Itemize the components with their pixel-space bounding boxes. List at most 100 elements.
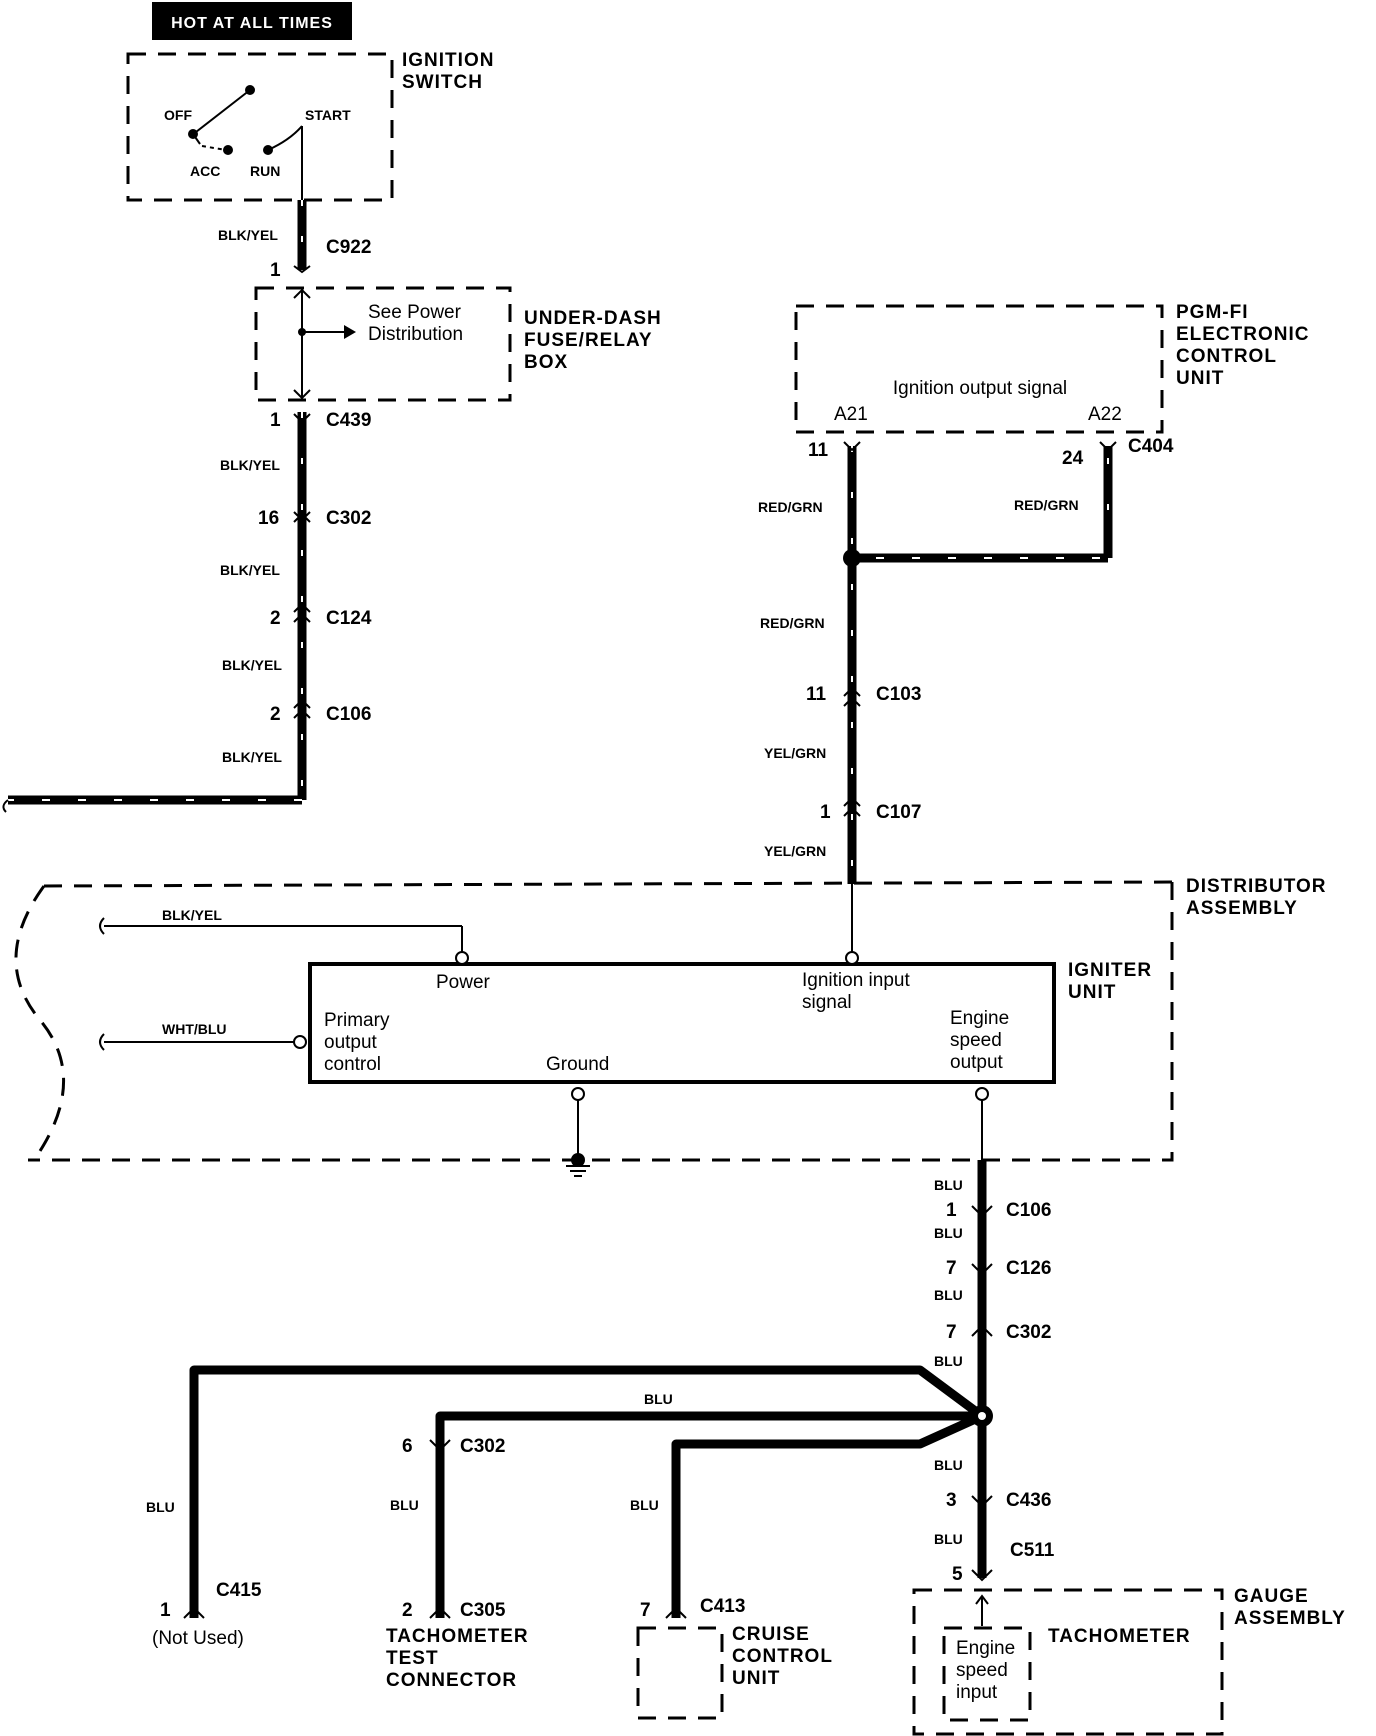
- wire-label: BLK/YEL: [220, 457, 280, 473]
- pin-label: 7: [946, 1258, 957, 1279]
- pin-label: 1: [270, 260, 281, 281]
- banner-box: [152, 2, 352, 40]
- wire-label: BLK/YEL: [220, 562, 280, 578]
- engine-label-3: output: [950, 1052, 1004, 1073]
- tachometer-title: TACHOMETER: [1048, 1626, 1191, 1647]
- gauge-title-2: ASSEMBLY: [1234, 1608, 1346, 1629]
- wire-label: BLU: [934, 1531, 963, 1547]
- tach-test-connector-title-2: TEST: [386, 1648, 439, 1669]
- wire-label: BLU: [390, 1497, 419, 1513]
- igniter-unit: Power Ignition input signal Primary outp…: [308, 962, 1056, 1084]
- ignition-switch-title-2: SWITCH: [402, 72, 483, 93]
- connector-c415: C415: [216, 1580, 262, 1601]
- ecu-title-4: UNIT: [1176, 368, 1224, 389]
- fuse-box-title: UNDER-DASH: [524, 308, 662, 329]
- connector-c439: C439: [326, 410, 371, 431]
- connector-c107: C107: [876, 802, 921, 823]
- connector-c302: C302: [326, 508, 371, 529]
- red-grn-wire: [843, 446, 1113, 952]
- connector-c103: C103: [876, 684, 921, 705]
- pin-label: 1: [160, 1600, 171, 1621]
- blk-yel-wire: [2, 200, 307, 813]
- tach-test-connector-title: TACHOMETER: [386, 1626, 529, 1647]
- wire-label: RED/GRN: [1014, 497, 1079, 513]
- pin-label: 7: [640, 1600, 651, 1621]
- gauge-input-label: Engine: [956, 1638, 1015, 1659]
- ign-input-label: Ignition input: [802, 970, 910, 991]
- run-label: RUN: [250, 163, 280, 179]
- pgm-fi-ecu: Ignition output signal A21 A22: [794, 304, 1164, 434]
- ign-input-label-2: signal: [802, 992, 852, 1013]
- primary-label-3: control: [324, 1054, 381, 1075]
- gauge-input-label-3: input: [956, 1682, 998, 1703]
- acc-label: ACC: [190, 163, 220, 179]
- connector-c302: C302: [460, 1436, 505, 1457]
- distributor-assembly: [14, 880, 1174, 1162]
- blu-output-wire: [189, 1160, 993, 1618]
- power-label: Power: [436, 972, 491, 993]
- cruise-control-title-3: UNIT: [732, 1668, 780, 1689]
- connector-c922: C922: [326, 237, 371, 258]
- primary-label-2: output: [324, 1032, 378, 1053]
- wire-label: BLU: [934, 1353, 963, 1369]
- igniter-title-2: UNIT: [1068, 982, 1116, 1003]
- fuse-box-title-3: BOX: [524, 352, 568, 373]
- engine-label-2: speed: [950, 1030, 1002, 1051]
- off-label: OFF: [164, 107, 192, 123]
- not-used-note: (Not Used): [152, 1628, 244, 1649]
- ecu-signal-label: Ignition output signal: [893, 378, 1067, 399]
- wire-label: BLK/YEL: [222, 749, 282, 765]
- wire-label: RED/GRN: [758, 499, 823, 515]
- connector-c436: C436: [1006, 1490, 1051, 1511]
- cruise-control-unit-box: [636, 1626, 724, 1720]
- ignition-switch-title: IGNITION: [402, 50, 494, 71]
- pin-label: 16: [258, 508, 279, 529]
- start-label: START: [305, 107, 351, 123]
- connector-c302: C302: [1006, 1322, 1051, 1343]
- cruise-control-title-2: CONTROL: [732, 1646, 833, 1667]
- cruise-control-title: CRUISE: [732, 1624, 810, 1645]
- wire-label: BLK/YEL: [222, 657, 282, 673]
- engine-label: Engine: [950, 1008, 1009, 1029]
- wire-label: BLU: [934, 1177, 963, 1193]
- wire-label: BLU: [644, 1391, 673, 1407]
- pin-label: 1: [270, 410, 281, 431]
- connector-c126: C126: [1006, 1258, 1051, 1279]
- ground-label: Ground: [546, 1054, 609, 1075]
- connector-c106: C106: [1006, 1200, 1051, 1221]
- primary-label: Primary: [324, 1010, 390, 1031]
- distributor-title: DISTRIBUTOR: [1186, 876, 1326, 897]
- tach-test-connector-title-3: CONNECTOR: [386, 1670, 517, 1691]
- under-dash-fuse-box: See Power Distribution: [254, 286, 512, 402]
- gauge-title: GAUGE: [1234, 1586, 1309, 1607]
- pin-label: 1: [946, 1200, 957, 1221]
- banner-text: HOT AT ALL TIMES: [171, 15, 333, 32]
- connector-c511: C511: [1010, 1540, 1055, 1561]
- connector-c124: C124: [326, 608, 372, 629]
- connector-c404: C404: [1128, 436, 1174, 457]
- connector-c106: C106: [326, 704, 371, 725]
- pin-label: 5: [952, 1564, 963, 1585]
- connector-c305: C305: [460, 1600, 506, 1621]
- pin-label: 6: [402, 1436, 413, 1457]
- wire-label: BLU: [934, 1457, 963, 1473]
- wire-label: BLU: [934, 1287, 963, 1303]
- pin-label: 2: [402, 1600, 413, 1621]
- pin-label: 24: [1062, 448, 1084, 469]
- ignition-switch: OFF START ACC RUN: [126, 52, 394, 202]
- wire-label: BLK/YEL: [162, 907, 222, 923]
- wire-label: YEL/GRN: [764, 843, 826, 859]
- gauge-input-label-2: speed: [956, 1660, 1008, 1681]
- fuse-note-2: Distribution: [368, 324, 463, 345]
- gauge-assembly: Engine speed input TACHOMETER: [912, 1588, 1224, 1736]
- ecu-pin-a21: A21: [834, 404, 868, 425]
- pin-label: 3: [946, 1490, 957, 1511]
- pin-label: 1: [820, 802, 831, 823]
- pin-label: 2: [270, 608, 281, 629]
- ecu-title-2: ELECTRONIC: [1176, 324, 1310, 345]
- pin-label: 2: [270, 704, 281, 725]
- ecu-title-3: CONTROL: [1176, 346, 1277, 367]
- igniter-terminals: BLK/YEL WHT/BLU: [99, 907, 989, 1177]
- wire-label: BLU: [934, 1225, 963, 1241]
- distributor-title-2: ASSEMBLY: [1186, 898, 1298, 919]
